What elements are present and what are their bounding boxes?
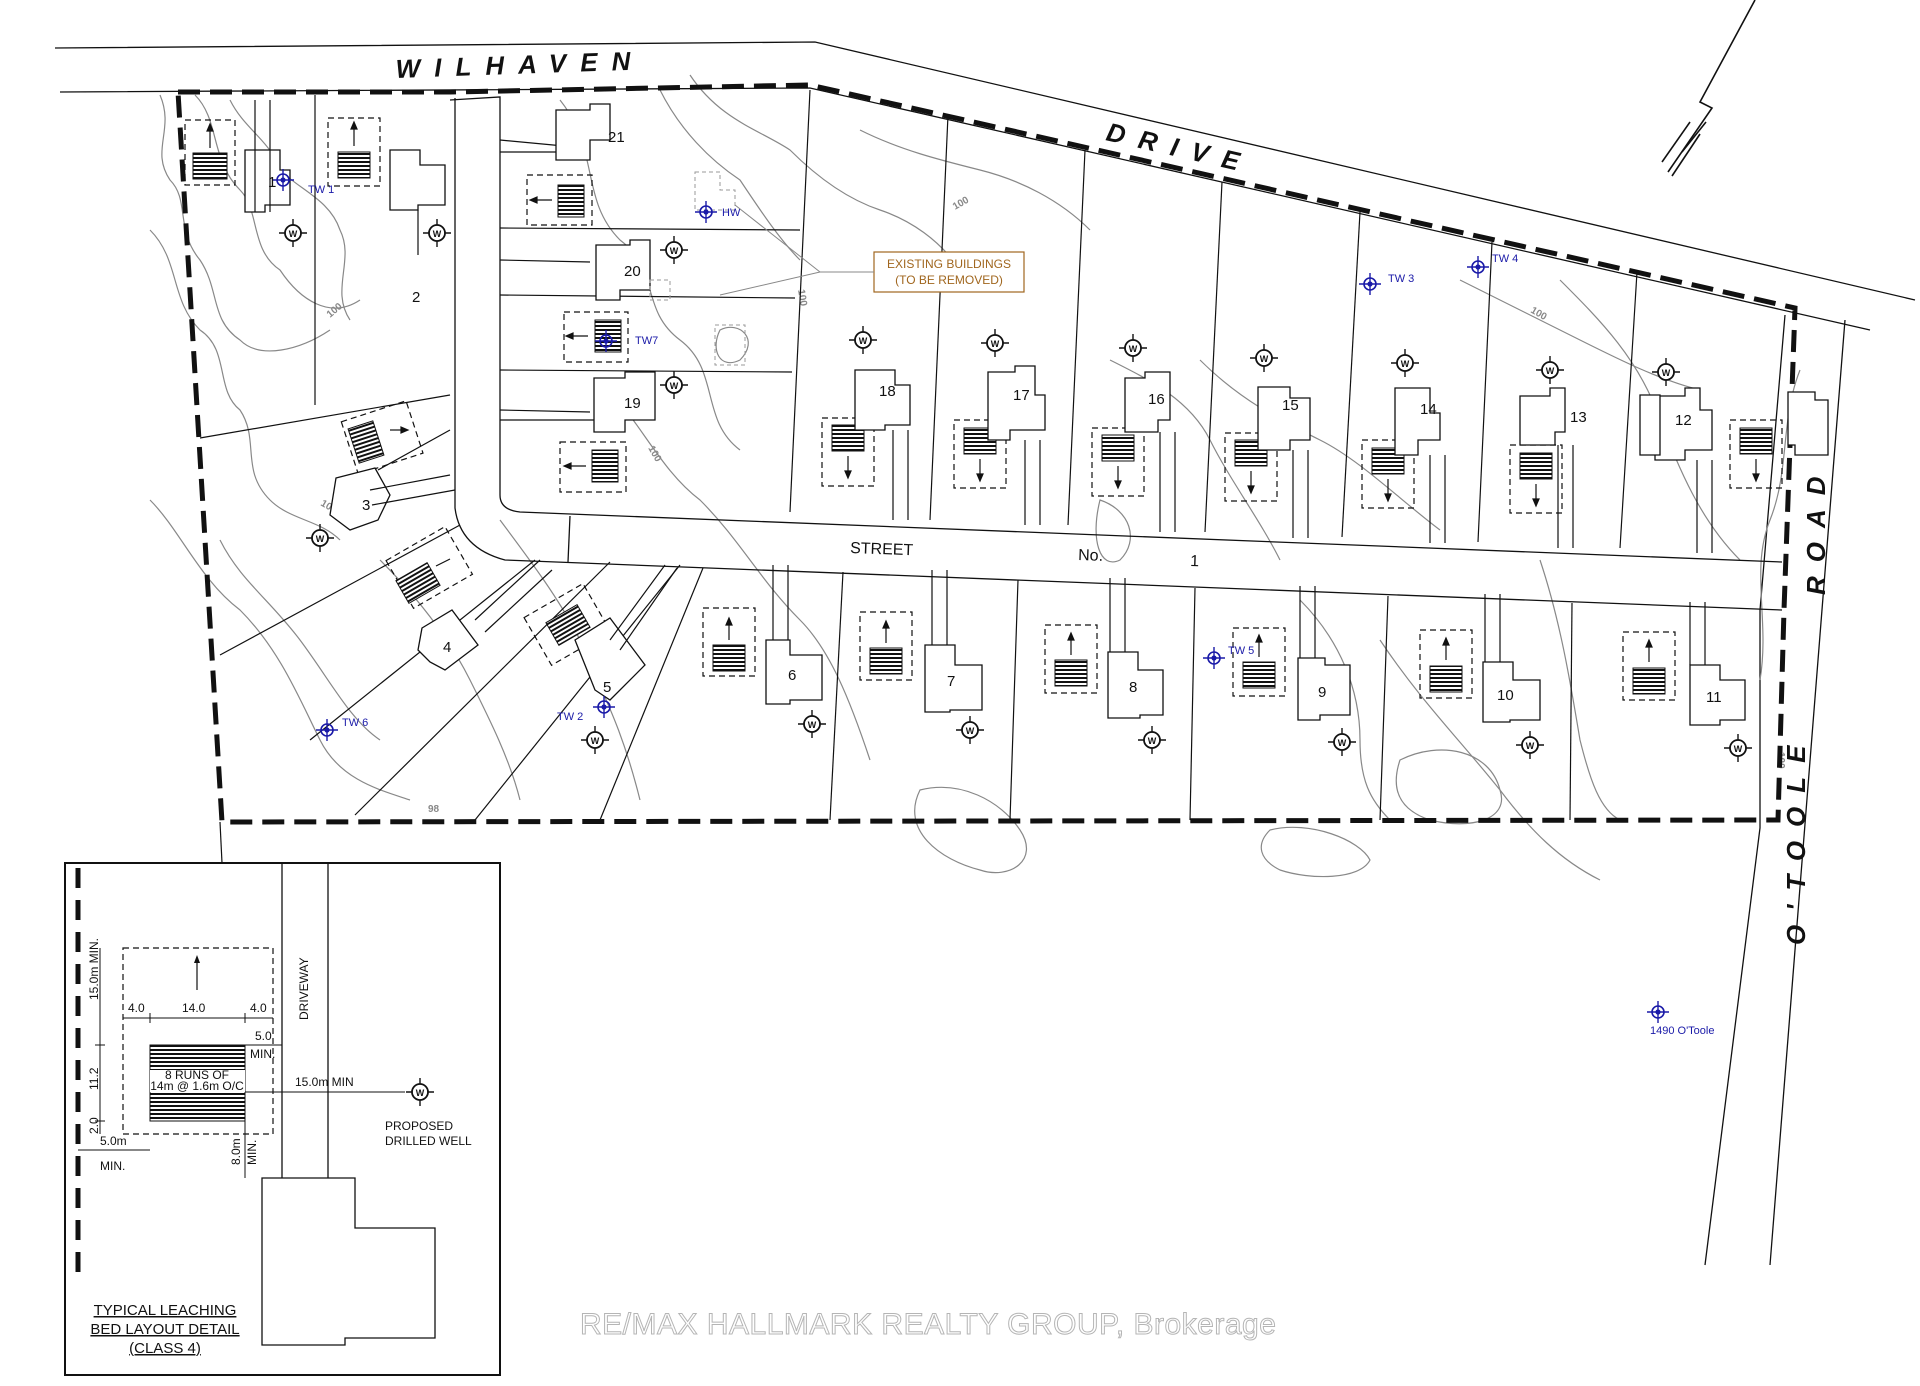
test-wells: TW 1 TW 2 TW 3 TW 4 TW 5 TW 6 TW7 HW 149… — [271, 168, 1714, 1037]
contour-label: 98 — [428, 804, 440, 815]
contour-label: 100 — [645, 444, 663, 464]
driveway-label: DRIVEWAY — [297, 957, 311, 1020]
lot-number: 10 — [1497, 687, 1514, 704]
street-label-num: 1 — [1190, 553, 1200, 570]
road-name-road: ROAD — [1801, 462, 1831, 595]
lot-number: 20 — [624, 263, 641, 280]
north-arrow-icon — [1661, 0, 1756, 177]
lot-number: 17 — [1013, 387, 1030, 404]
lot-number: 16 — [1148, 391, 1165, 408]
lot-number: 14 — [1420, 401, 1437, 418]
svg-text:5.0m: 5.0m — [100, 1134, 127, 1148]
street-label: STREET — [850, 540, 914, 559]
svg-text:4.0: 4.0 — [128, 1001, 145, 1015]
test-well-label: TW 4 — [1492, 253, 1518, 265]
test-well-label: TW 6 — [342, 717, 368, 729]
test-well-label: TW7 — [635, 335, 658, 347]
lot-number: 6 — [788, 667, 796, 684]
svg-text:DRILLED WELL: DRILLED WELL — [385, 1134, 472, 1148]
driveways — [254, 100, 1713, 665]
svg-text:EXISTING BUILDINGS: EXISTING BUILDINGS — [887, 257, 1011, 271]
svg-text:4.0: 4.0 — [250, 1001, 267, 1015]
contour-label: 100 — [1529, 305, 1549, 323]
lot-number: 11 — [1706, 689, 1722, 706]
lot-number: 7 — [947, 673, 955, 690]
road-name-otoole: O'TOOLE — [1781, 732, 1811, 946]
test-well-label: TW 3 — [1388, 273, 1414, 285]
property-boundary — [175, 82, 1798, 825]
svg-text:11.2: 11.2 — [87, 1067, 101, 1090]
lot-number: 3 — [362, 497, 370, 514]
test-well-label: TW 1 — [308, 184, 334, 196]
otoole-road — [1704, 314, 1846, 1266]
detail-title-line2: BED LAYOUT DETAIL — [90, 1321, 239, 1338]
test-well-label: TW 5 — [1228, 645, 1254, 657]
lot-number: 19 — [624, 395, 641, 412]
lot-numbers: 1 2 3 4 5 6 7 8 9 10 11 12 13 14 15 16 1… — [268, 129, 1722, 706]
lot-number: 18 — [879, 383, 896, 400]
test-well-label: 1490 O'Toole — [1650, 1025, 1714, 1037]
svg-text:15.0m MIN.: 15.0m MIN. — [87, 938, 101, 1000]
detail-title-line1: TYPICAL LEACHING — [94, 1302, 237, 1319]
svg-text:8.0m: 8.0m — [229, 1138, 243, 1165]
lot-number: 4 — [443, 639, 451, 656]
road-name-wilhaven: WILHAVEN — [395, 45, 645, 84]
svg-text:14.0: 14.0 — [182, 1001, 206, 1015]
contour-label: 100 — [325, 301, 345, 320]
svg-text:MIN.: MIN. — [250, 1047, 275, 1061]
lot-number: 2 — [412, 289, 420, 306]
svg-text:(TO BE REMOVED): (TO BE REMOVED) — [895, 273, 1003, 287]
contour-lines — [149, 74, 1801, 881]
lot-number: 1 — [268, 174, 276, 191]
lot-number: 15 — [1282, 397, 1299, 414]
street-label-no: No. — [1078, 547, 1103, 565]
test-well-label: HW — [722, 207, 741, 219]
lot-number: 9 — [1318, 684, 1326, 701]
svg-text:5.0: 5.0 — [255, 1029, 272, 1043]
svg-text:14m @ 1.6m O/C: 14m @ 1.6m O/C — [150, 1079, 244, 1093]
lot-lines — [199, 89, 1638, 821]
svg-text:MIN.: MIN. — [100, 1159, 125, 1173]
lot-number: 5 — [603, 679, 611, 696]
svg-text:15.0m MIN: 15.0m MIN — [295, 1075, 354, 1089]
existing-buildings-callout: EXISTING BUILDINGS (TO BE REMOVED) — [719, 204, 1025, 296]
test-well-label: TW 2 — [557, 711, 583, 723]
lot-number: 12 — [1675, 412, 1692, 429]
leaching-bed-detail: DRIVEWAY 8 RUNS OF 14m @ 1.6m O/C 4.0 14… — [64, 821, 501, 1376]
detail-title-line3: (CLASS 4) — [129, 1340, 201, 1357]
svg-text:8 RUNS OF: 8 RUNS OF — [165, 1068, 229, 1082]
svg-text:MIN.: MIN. — [245, 1140, 259, 1165]
house-footprints — [244, 103, 1829, 726]
road-names: WILHAVEN DRIVE ROAD O'TOOLE STREET No. 1 — [395, 45, 1831, 945]
contour-label: 100 — [951, 195, 971, 213]
lot-number: 8 — [1129, 679, 1137, 696]
contour-label: 100 — [795, 289, 809, 308]
lot-number: 21 — [608, 129, 625, 146]
leaching-beds — [184, 117, 1783, 701]
street-no-1 — [449, 96, 1783, 611]
brokerage-watermark: RE/MAX HALLMARK REALTY GROUP, Brokerage — [580, 1308, 1277, 1342]
svg-text:2.0: 2.0 — [87, 1117, 101, 1134]
lot-number: 13 — [1570, 409, 1587, 426]
svg-text:PROPOSED: PROPOSED — [385, 1119, 453, 1133]
existing-buildings — [649, 171, 746, 366]
